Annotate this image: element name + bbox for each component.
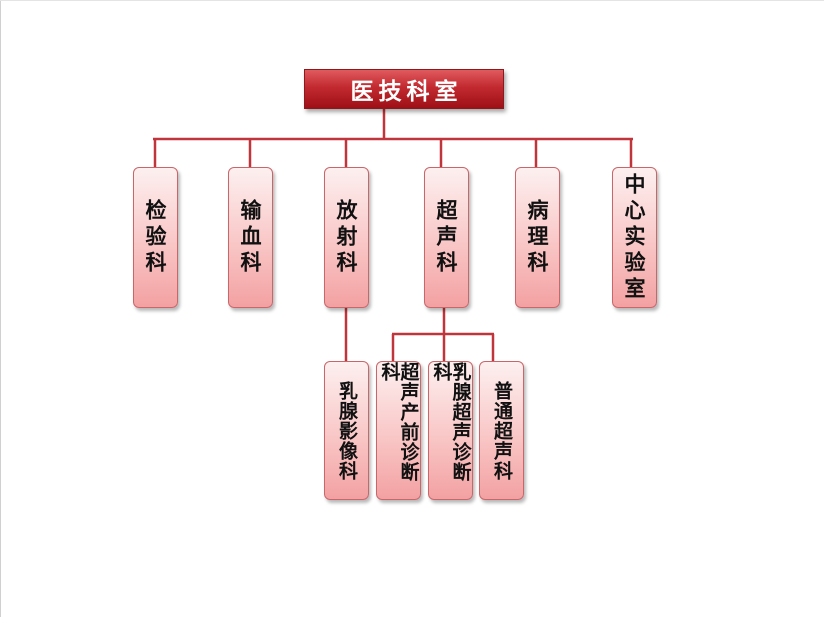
node-label: 病理科 [525,198,550,277]
node-shiyanshi: 中心实验室 [612,167,657,308]
node-label: 输血科 [238,198,263,277]
node-fangshe: 放射科 [324,167,369,308]
page-edge [0,0,1,617]
node-ruxian-yingxiang: 乳腺影像科 [324,361,369,500]
node-label: 中心实验室 [622,172,647,303]
node-chaosheng: 超声科 [424,167,469,308]
page-edge-top [0,0,824,1]
root-label: 医技科室 [350,78,463,105]
node-label: 超声科 [434,198,459,277]
node-shuxue: 输血科 [228,167,273,308]
node-bingli: 病理科 [515,167,560,308]
node-label: 乳腺影像科 [336,380,358,481]
node-label: 检验科 [143,198,168,277]
node-putong: 普通超声科 [479,361,524,500]
node-label: 超声产前诊断科 [378,362,420,482]
root-node: 医技科室 [304,69,504,109]
node-chanqian: 超声产前诊断科 [376,361,421,500]
node-label: 放射科 [334,198,359,277]
node-label: 普通超声科 [491,380,513,481]
node-jianyan: 检验科 [133,167,178,308]
node-label: 乳腺超声诊断科 [430,362,472,482]
node-ruxian-chaosheng: 乳腺超声诊断科 [428,361,473,500]
